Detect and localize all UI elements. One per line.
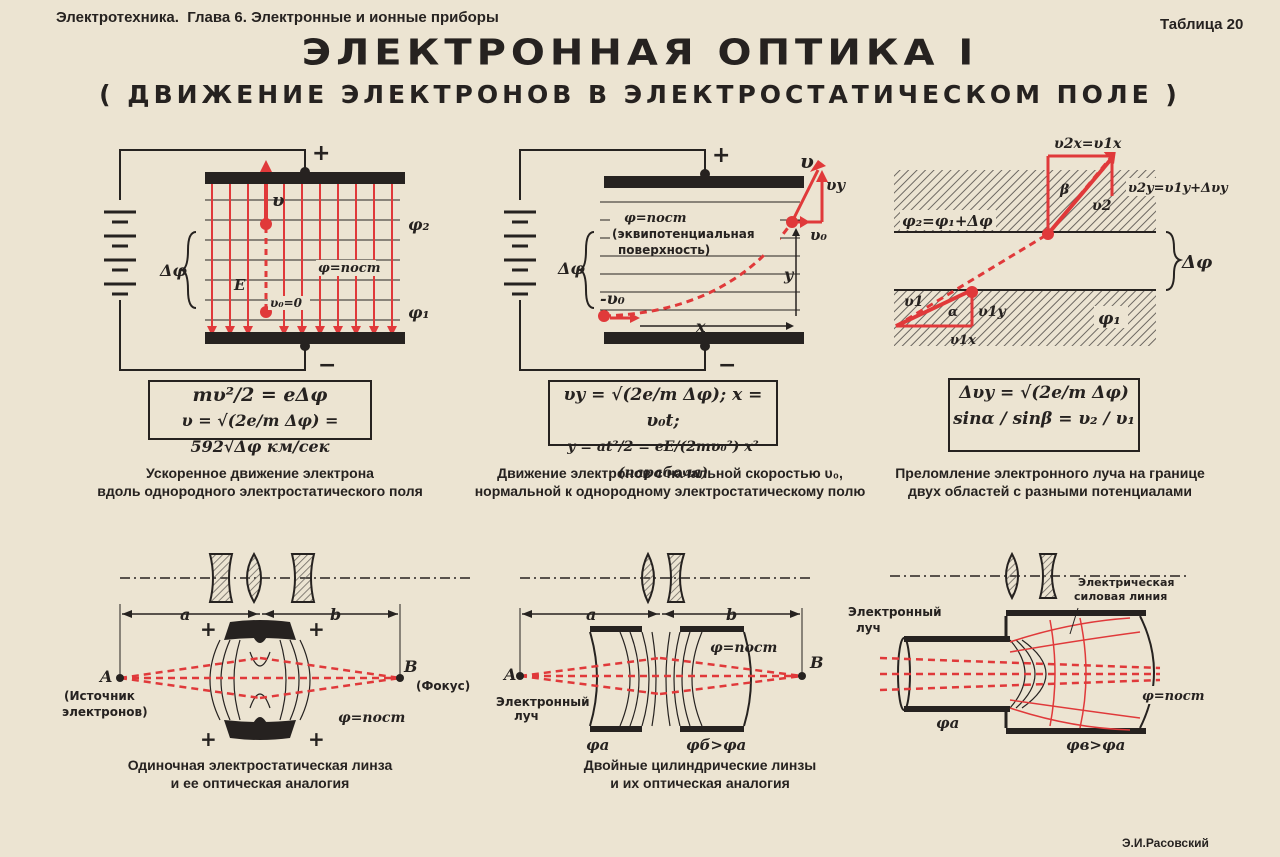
svg-text:+: +	[200, 727, 217, 751]
plus-sign: +	[712, 143, 730, 168]
distance-a-label: a	[180, 605, 190, 624]
equipotential-label: φ=пост	[318, 261, 380, 276]
panel6-diagram: Электрическая силовая линия Электронный …	[848, 551, 1218, 754]
field-line-label-1: Электрическая	[1078, 576, 1175, 589]
point-a-label: A	[98, 667, 112, 686]
svg-text:+: +	[308, 727, 325, 751]
formula-parabola: y = at²/2 = eE/(2mυ₀²) x² (парабола)	[567, 439, 759, 481]
v2y-label: υ2y=υ1y+Δυy	[1128, 181, 1229, 196]
velocity-label: υ	[800, 149, 814, 173]
v2x-label: υ2x=υ1x	[1054, 136, 1122, 152]
point-b-label: B	[403, 657, 418, 676]
page-title: ЭЛЕКТРОННАЯ ОПТИКА I	[301, 32, 979, 74]
panel5-diagram: a b A B φ=пост Электронный луч φa φб>φa	[496, 551, 824, 754]
panel1-formula-box: mυ²/2 = eΔφ υ = √(2e/m Δφ) = 592√Δφ км/с…	[148, 380, 372, 456]
field-line-label-2: силовая линия	[1074, 590, 1167, 603]
formula-energy: mυ²/2 = eΔφ	[192, 384, 328, 406]
phi-b-label: φв>φa	[1066, 736, 1125, 754]
panel2-diagram: + − υ υy υ₀ φ=пост (эквипотенциальная по…	[504, 143, 846, 378]
distance-a-label: a	[586, 605, 596, 624]
panel2-formula-box: υy = √(2e/m Δφ); x = υ₀t; y = at²/2 = eE…	[548, 380, 778, 481]
panel3-diagram: υ2x=υ1x υ2y=υ1y+Δυy υ2 β φ₂=φ₁+Δφ Δφ υ1 …	[894, 134, 1238, 348]
phi-a-label: φa	[936, 714, 959, 732]
book-title: Электротехника. Глава 6. Электронные и и…	[56, 9, 499, 26]
panel3-caption: Преломление электронного луча на границе…	[895, 465, 1205, 499]
v2-label: υ2	[1092, 198, 1112, 214]
beam-label-2: луч	[856, 621, 881, 635]
initial-velocity-label: υ₀=0	[270, 296, 303, 310]
panel3-formula-box: Δυy = √(2e/m Δφ) sinα / sinβ = υ₂ / υ₁	[948, 378, 1140, 452]
equipotential-desc-1: (эквипотенциальная	[612, 227, 755, 241]
x-axis-label: x	[695, 317, 706, 336]
formula-delta-vy: Δυy = √(2e/m Δφ)	[959, 383, 1129, 403]
formula-snell: sinα / sinβ = υ₂ / υ₁	[953, 409, 1135, 429]
equipotential-label: φ=пост	[624, 211, 686, 226]
distance-b-label: b	[330, 605, 341, 624]
phi2-equation-label: φ₂=φ₁+Δφ	[902, 212, 993, 230]
table-number: Таблица 20	[1160, 16, 1244, 33]
phi-a-label: φa	[586, 736, 609, 754]
minus-sign: −	[318, 353, 336, 378]
minus-sign: −	[718, 353, 736, 378]
phi-b-label: φб>φa	[686, 736, 746, 754]
initial-velocity-label: -υ₀	[600, 289, 625, 308]
beam-label-1: Электронный	[848, 605, 942, 619]
y-axis-label: y	[783, 265, 795, 284]
equipotential-desc-2: поверхность)	[618, 243, 710, 257]
velocity-x-label: υ₀	[810, 226, 827, 244]
page-subtitle: ( ДВИЖЕНИЕ ЭЛЕКТРОНОВ В ЭЛЕКТРОСТАТИЧЕСК…	[99, 80, 1181, 109]
v1-label: υ1	[904, 294, 923, 310]
distance-b-label: b	[726, 605, 737, 624]
velocity-label: υ	[272, 190, 285, 211]
delta-phi-label: Δφ	[159, 261, 187, 280]
source-label-2: электронов)	[62, 705, 148, 719]
point-b-label: B	[809, 653, 824, 672]
beta-label: β	[1059, 182, 1070, 198]
delta-phi-label: Δφ	[557, 259, 585, 278]
focus-label: (Фокус)	[416, 679, 470, 693]
phi1-label: φ₁	[1098, 309, 1121, 329]
formula-velocity-y: υy = √(2e/m Δφ); x = υ₀t;	[563, 385, 763, 431]
equipotential-label: φ=пост	[710, 640, 777, 656]
v1x-label: υ1x	[950, 333, 976, 348]
velocity-y-label: υy	[826, 176, 846, 194]
alpha-label: α	[948, 305, 958, 320]
plus-sign: +	[312, 141, 330, 166]
beam-label-1: Электронный	[496, 695, 590, 709]
panel1-diagram: + − υ φ₂ φ₁ Δφ E φ=пост υ₀=0	[104, 141, 429, 378]
svg-text:+: +	[308, 617, 325, 641]
beam-label-2: луч	[514, 709, 539, 723]
source-label-1: (Источник	[64, 689, 135, 703]
formula-velocity: υ = √(2e/m Δφ) = 592√Δφ км/сек	[181, 411, 339, 456]
svg-text:+: +	[200, 617, 217, 641]
panel2-caption: Движение электронов с начальной скорость…	[474, 465, 866, 499]
delta-phi-label: Δφ	[1181, 252, 1213, 273]
field-label: E	[233, 276, 246, 294]
equipotential-label: φ=пост	[338, 710, 405, 726]
phi1-label: φ₁	[408, 303, 429, 322]
panel4-diagram: a b A B (Источник электронов) (Фокус) φ=…	[62, 552, 470, 751]
v1y-label: υ1y	[978, 304, 1006, 320]
phi2-label: φ₂	[408, 215, 429, 234]
author-credit: Э.И.Расовский	[1122, 836, 1209, 850]
point-a-label: A	[502, 665, 516, 684]
equipotential-label: φ=пост	[1142, 689, 1204, 704]
